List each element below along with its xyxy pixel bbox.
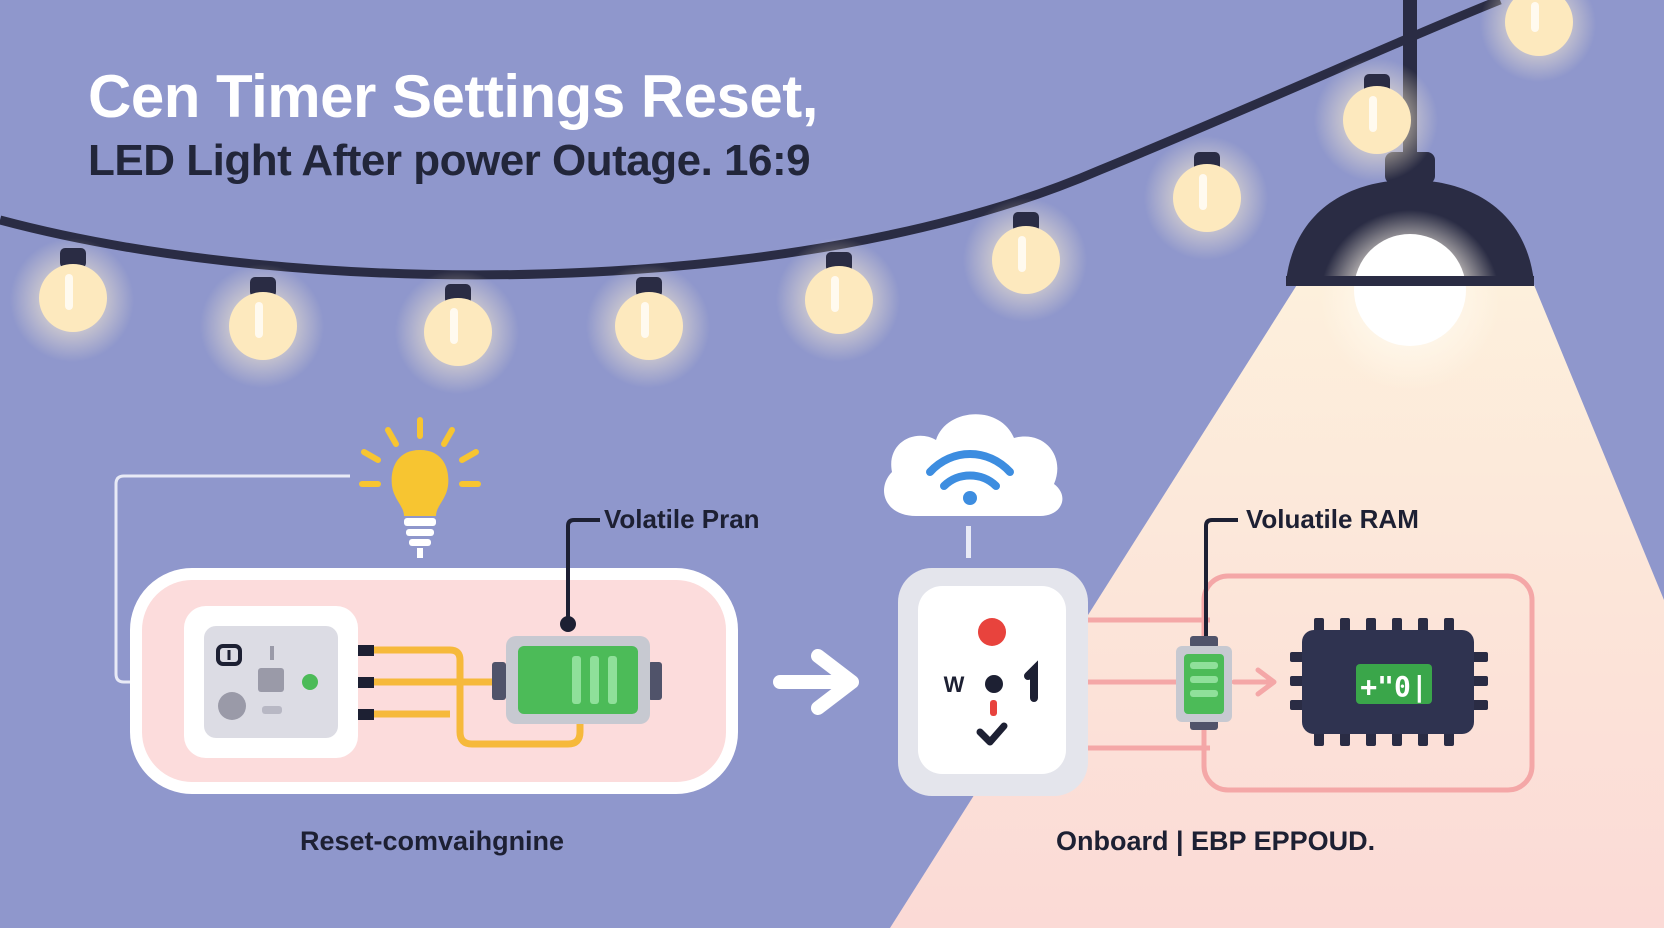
callout-leader-right: [1204, 518, 1238, 640]
callout-leader-left: [560, 518, 600, 632]
battery-vertical-icon: [1176, 636, 1232, 730]
checkmark-icon: [976, 722, 1008, 746]
right-callout-label: Voluatile RAM: [1246, 504, 1419, 534]
battery-icon: [492, 636, 662, 724]
cloud-wifi-icon: [884, 414, 1063, 558]
string-light-bulb-icon: [586, 264, 710, 388]
timer-controller: [184, 606, 358, 758]
hanging-lamp-icon: [1286, 0, 1534, 390]
trace-pins: [358, 645, 374, 720]
left-caption: Reset-comvaihgnine: [300, 826, 565, 856]
string-light-bulb-icon: [1480, 0, 1596, 82]
page-title: Cen Timer Settings Reset,: [88, 63, 818, 130]
left-callout-label: Volatile Pran: [604, 504, 760, 534]
microchip-icon: +"0|: [1290, 618, 1488, 746]
lightbulb-icon: [359, 417, 481, 558]
smart-plug: [898, 568, 1088, 796]
arrow-right-icon: [773, 649, 859, 715]
string-light-bulb-icon: [1144, 136, 1268, 260]
right-caption: Onboard | EBP EPPOUD.: [1056, 826, 1376, 856]
string-light-bulb-icon: [200, 264, 324, 388]
page-subtitle: LED Light After power Outage. 16:9: [88, 136, 811, 185]
string-light-bulb-icon: [963, 198, 1087, 322]
string-light-bulb-icon: [10, 238, 134, 362]
string-lights: [10, 0, 1596, 394]
string-light-bulb-icon: [776, 238, 900, 362]
chip-display-text: +"0|: [1360, 670, 1427, 703]
plug-letter: W: [944, 672, 965, 697]
circuit-traces: [370, 646, 584, 748]
string-light-bulb-icon: [395, 270, 519, 394]
connector-wire: [114, 474, 350, 684]
string-light-bulb-icon: [1314, 58, 1438, 182]
